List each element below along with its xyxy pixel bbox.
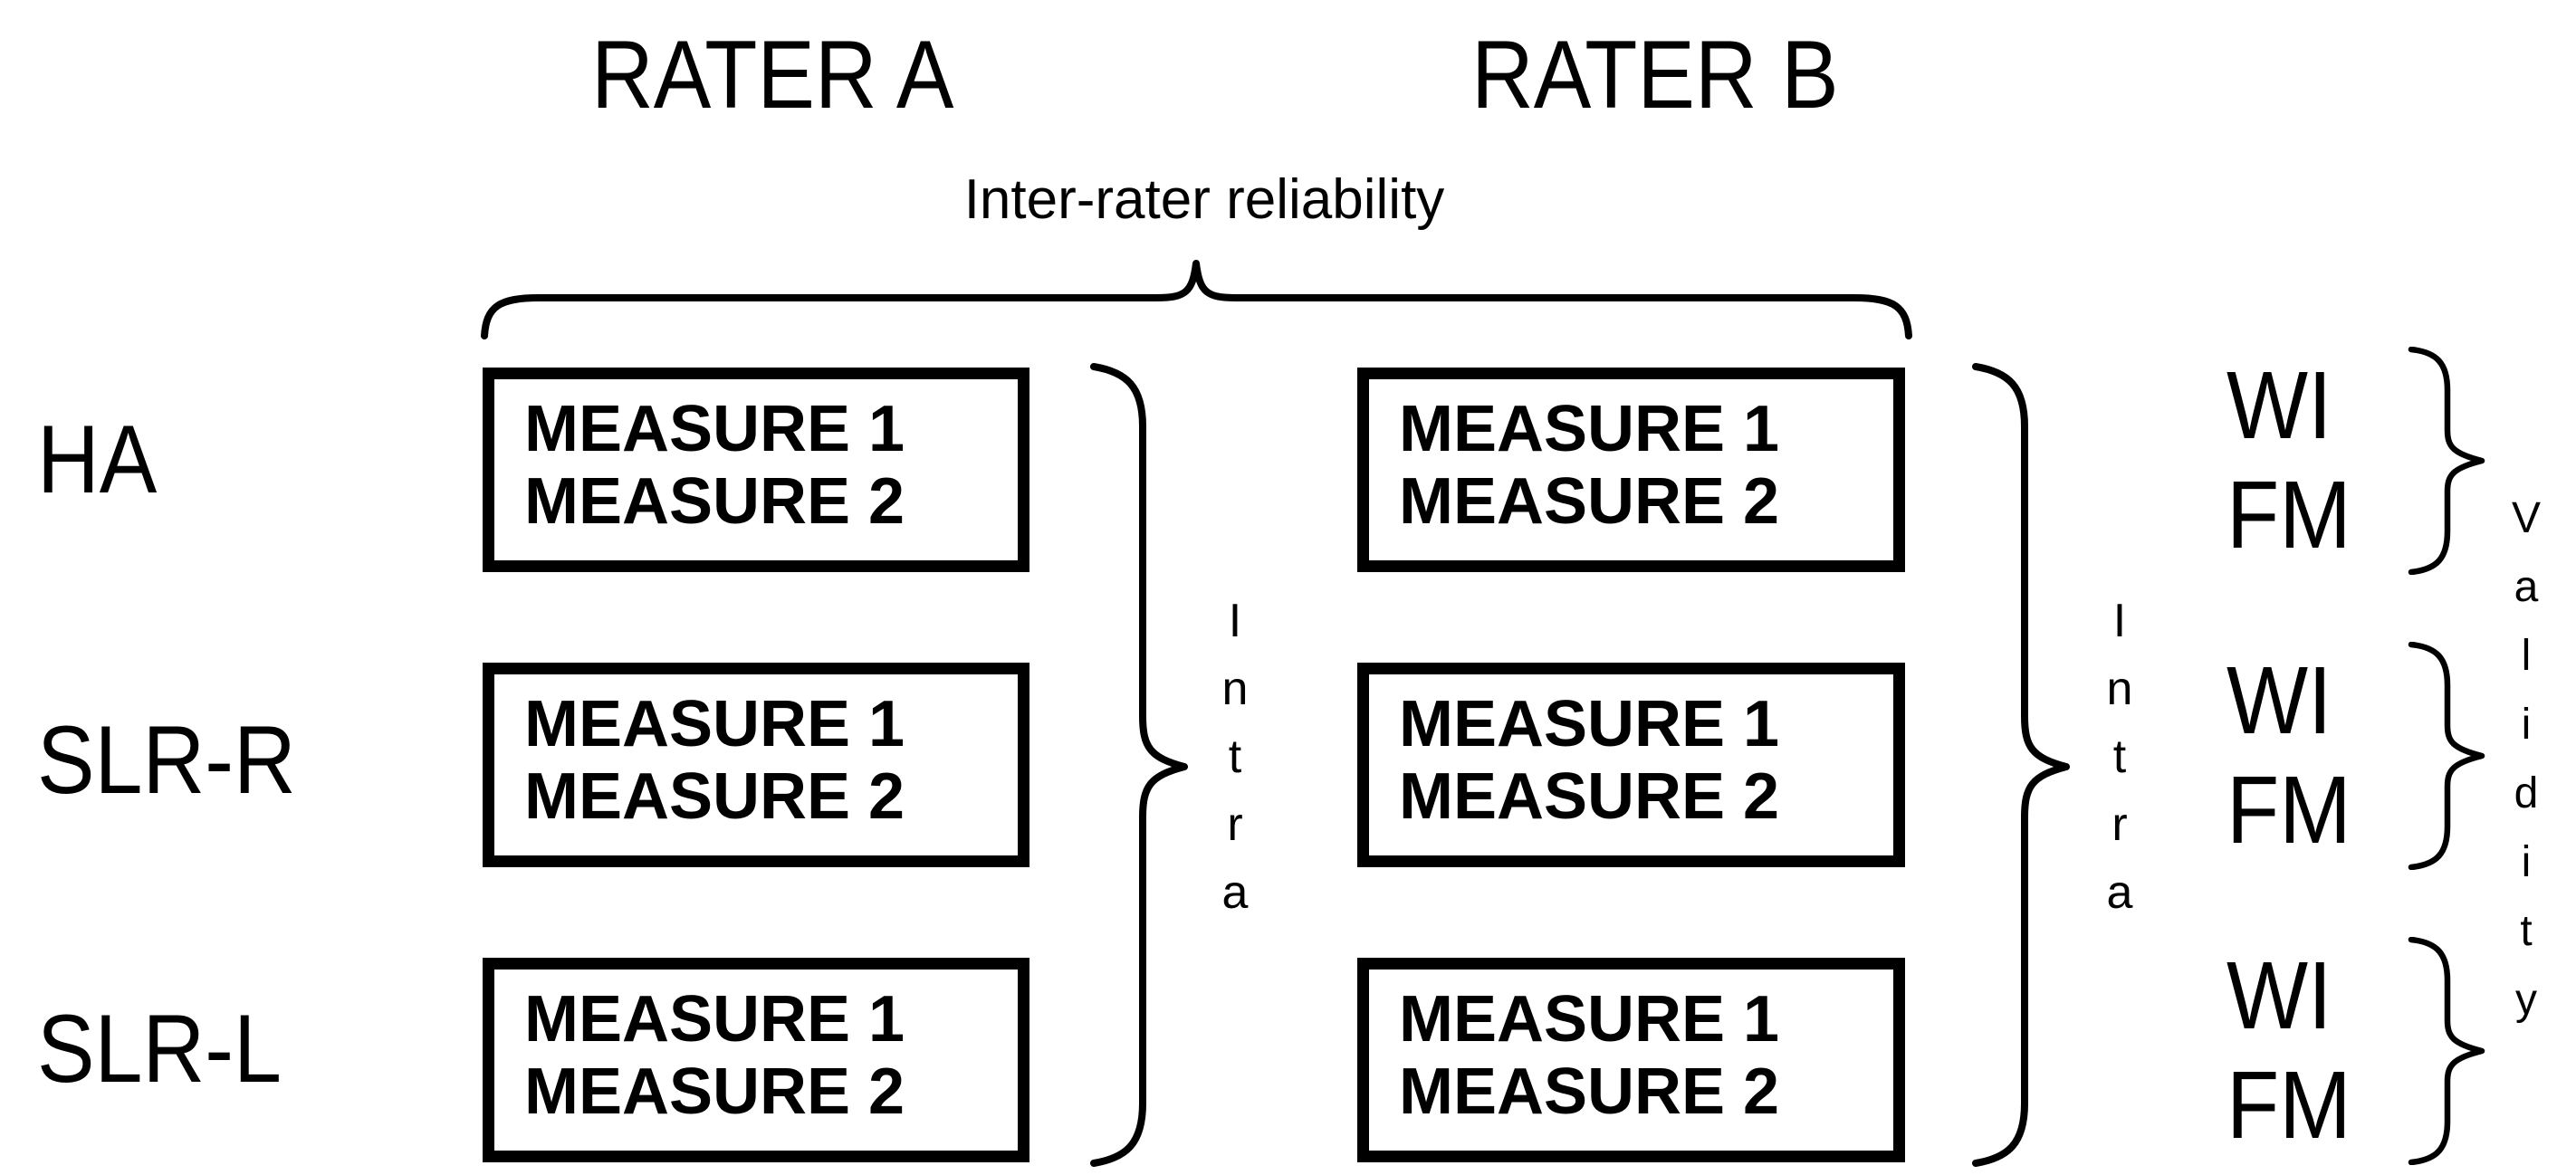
intra-brace-rater-a [1090,363,1188,1167]
row-label-slr-r: SLR-R [37,705,296,814]
validity-brace-ha [2408,347,2485,575]
measure-box-rater-a-ha: MEASURE 1 MEASURE 2 [483,368,1029,572]
outcome-fm: FM [2226,462,2351,568]
inter-rater-overbrace [481,260,1912,339]
outcomes-slr-l: WI FM [2226,941,2351,1161]
measure-line: MEASURE 1 [1399,688,1780,760]
measure-line: MEASURE 1 [524,393,905,465]
measure-line: MEASURE 2 [1399,465,1780,538]
outcome-wi: WI [2226,352,2332,459]
measure-line: MEASURE 2 [524,1056,905,1128]
measure-line: MEASURE 2 [524,465,905,538]
outcome-wi: WI [2226,942,2332,1049]
outcome-wi: WI [2226,647,2332,754]
measure-box-rater-b-slr-l: MEASURE 1 MEASURE 2 [1357,958,1905,1162]
row-label-ha: HA [37,405,158,513]
inter-rater-reliability-label: Inter-rater reliability [963,168,1445,231]
measure-box-rater-a-slr-r: MEASURE 1 MEASURE 2 [483,663,1029,867]
rater-a-title: RATER A [591,20,954,129]
measure-line: MEASURE 2 [1399,760,1780,833]
validity-brace-slr-l [2408,937,2485,1165]
measure-line: MEASURE 1 [524,688,905,760]
measure-line: MEASURE 1 [1399,393,1780,465]
measure-box-rater-b-ha: MEASURE 1 MEASURE 2 [1357,368,1905,572]
outcome-fm: FM [2226,757,2351,864]
validity-brace-slr-r [2408,642,2485,870]
outcome-fm: FM [2226,1052,2351,1159]
outcomes-ha: WI FM [2226,351,2351,570]
measure-box-rater-b-slr-r: MEASURE 1 MEASURE 2 [1357,663,1905,867]
measure-line: MEASURE 1 [1399,983,1780,1056]
measure-line: MEASURE 2 [524,760,905,833]
intra-brace-rater-b [1972,363,2070,1167]
measure-box-rater-a-slr-l: MEASURE 1 MEASURE 2 [483,958,1029,1162]
row-label-slr-l: SLR-L [37,994,282,1103]
rater-b-title: RATER B [1471,20,1839,129]
measure-line: MEASURE 1 [524,983,905,1056]
measure-line: MEASURE 2 [1399,1056,1780,1128]
outcomes-slr-r: WI FM [2226,646,2351,865]
